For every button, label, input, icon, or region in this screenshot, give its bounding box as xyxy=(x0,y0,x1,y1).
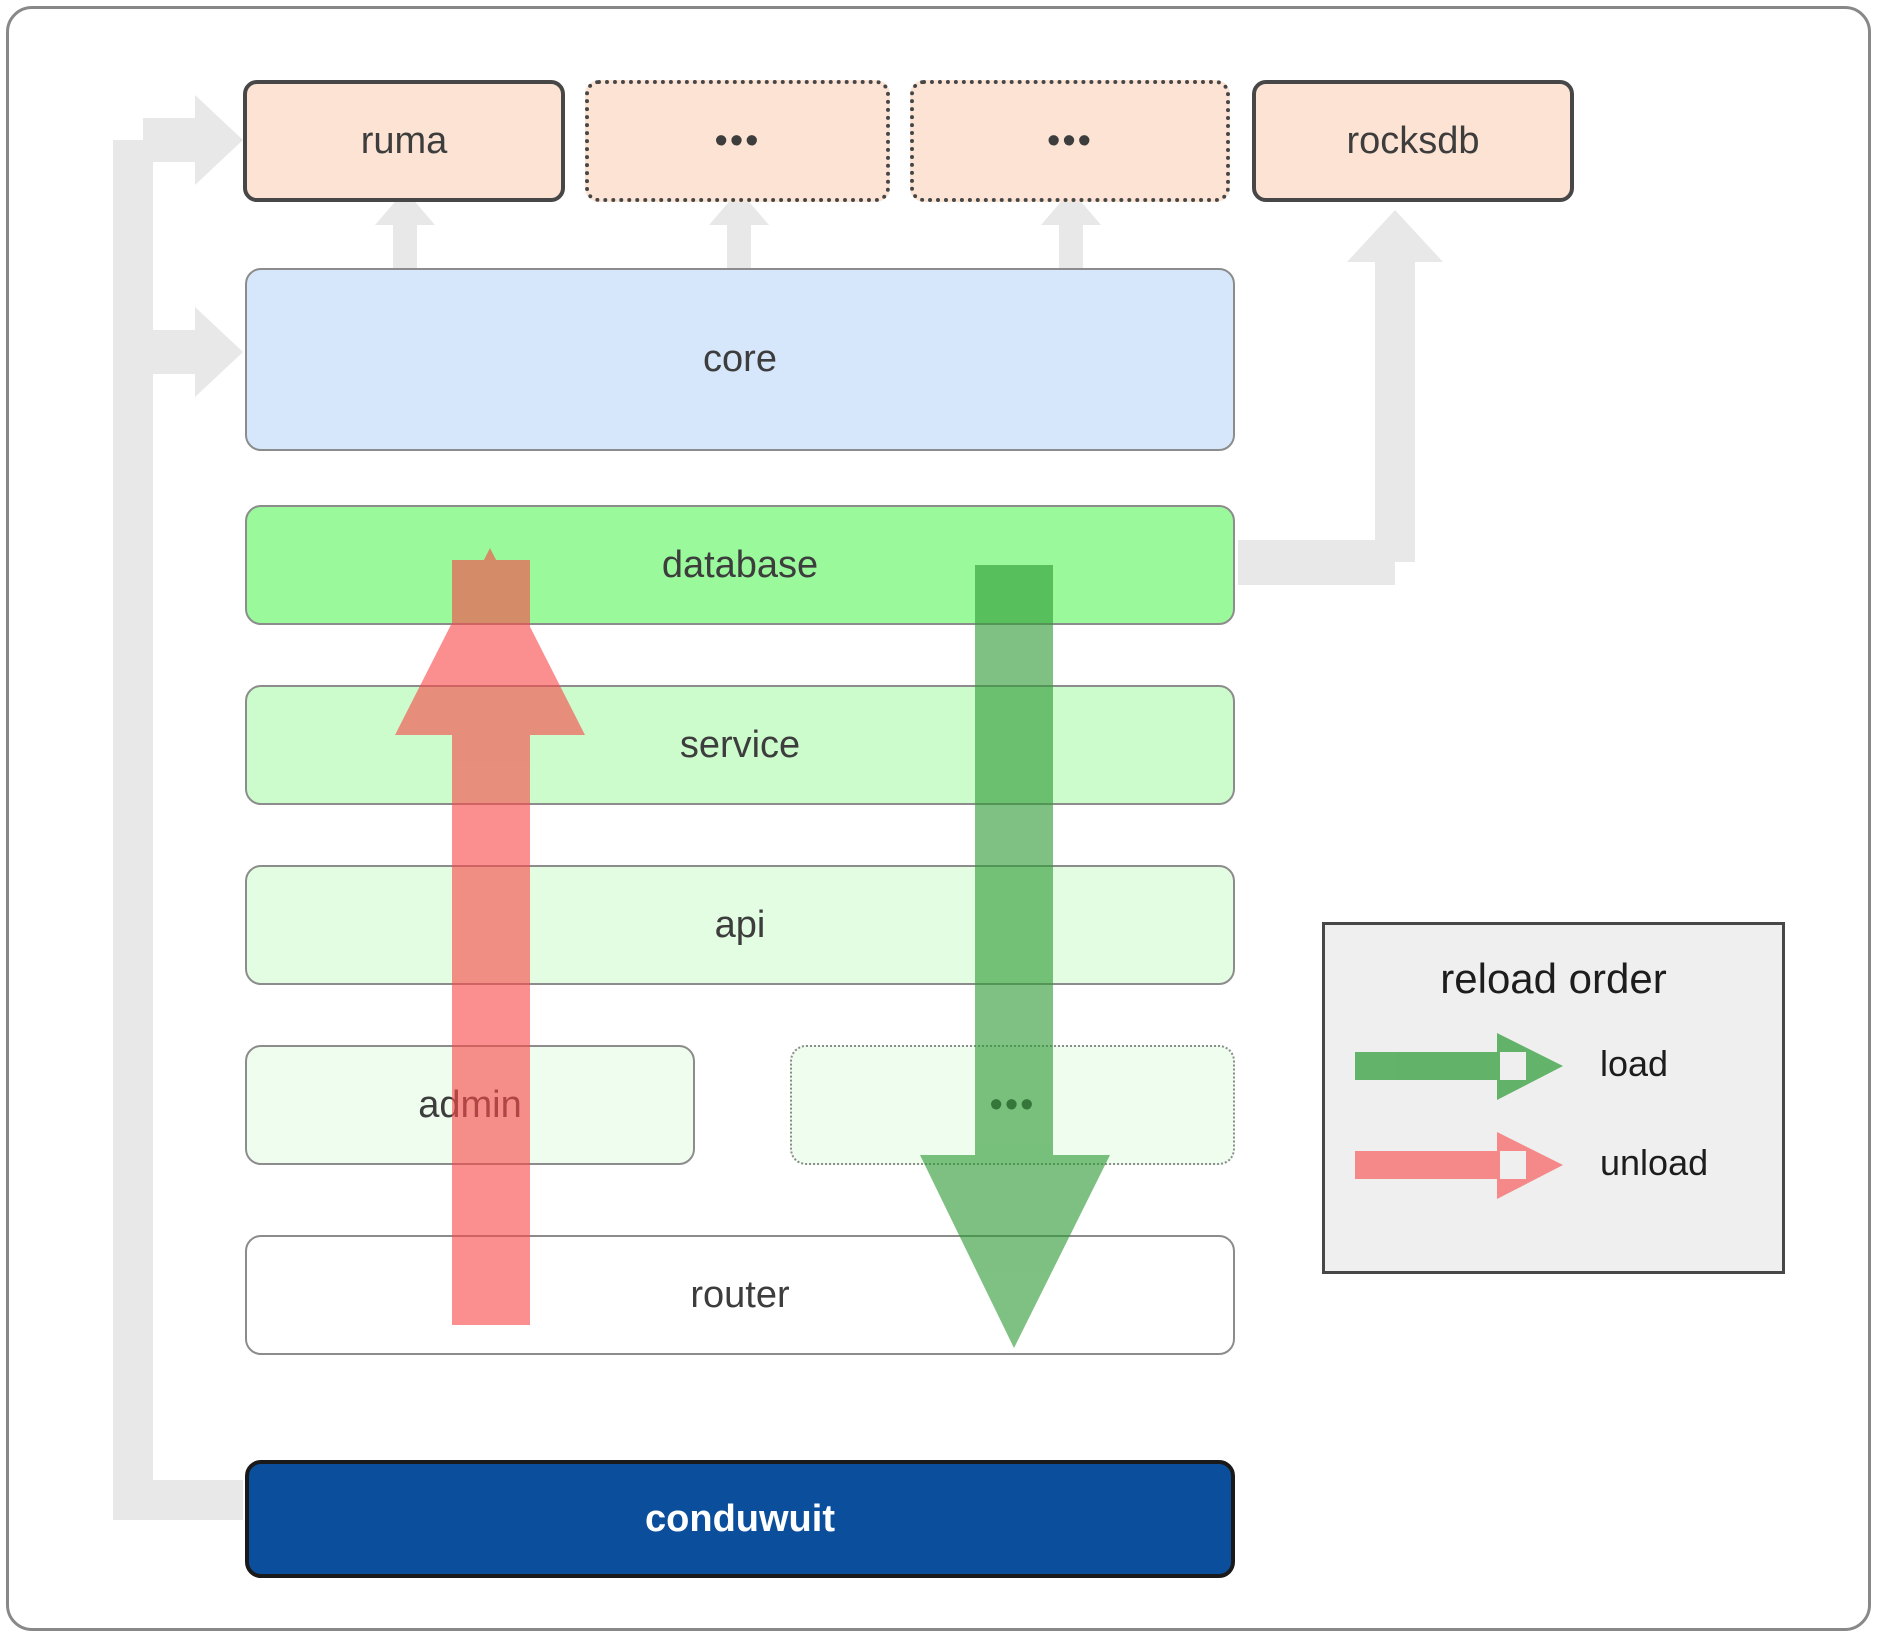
legend-arrow-glyphs xyxy=(1355,1033,1563,1199)
layer-box-service-label: service xyxy=(679,723,801,766)
layer-box-ellipsis-3-label: ••• xyxy=(989,1083,1036,1126)
external-box-rocksdb-label: rocksdb xyxy=(1346,119,1480,162)
external-box-ellipsis-2[interactable]: ••• xyxy=(910,80,1230,202)
layer-box-admin-label: admin xyxy=(418,1083,522,1126)
binary-box-conduwuit[interactable]: conduwuit xyxy=(245,1460,1235,1578)
layer-box-router[interactable]: router xyxy=(245,1235,1235,1355)
legend-label-unload: unload xyxy=(1600,1142,1709,1183)
external-box-ellipsis-1[interactable]: ••• xyxy=(585,80,890,202)
legend-title: reload order xyxy=(1440,955,1667,1002)
legend-label-load: load xyxy=(1600,1043,1669,1084)
external-box-ruma[interactable]: ruma xyxy=(243,80,565,202)
layer-box-ellipsis-3[interactable]: ••• xyxy=(790,1045,1235,1165)
layer-box-database[interactable]: database xyxy=(245,505,1235,625)
external-box-ellipsis-2-label: ••• xyxy=(1047,119,1093,162)
layer-box-core[interactable]: core xyxy=(245,268,1235,451)
binary-box-conduwuit-label: conduwuit xyxy=(645,1497,835,1540)
layer-box-database-label: database xyxy=(661,543,819,586)
external-box-ruma-label: ruma xyxy=(360,119,448,162)
layer-box-api[interactable]: api xyxy=(245,865,1235,985)
legend-load-arrow-icon xyxy=(1355,1033,1563,1100)
legend-unload-arrow-icon xyxy=(1355,1132,1563,1199)
external-box-rocksdb[interactable]: rocksdb xyxy=(1252,80,1574,202)
layer-box-admin[interactable]: admin xyxy=(245,1045,695,1165)
legend-panel: reload order load unload xyxy=(1322,922,1785,1274)
layer-box-core-label: core xyxy=(703,338,777,380)
layer-box-api-label: api xyxy=(714,903,766,946)
layer-box-router-label: router xyxy=(690,1273,790,1316)
layer-box-service[interactable]: service xyxy=(245,685,1235,805)
external-box-ellipsis-1-label: ••• xyxy=(714,119,761,162)
diagram-frame xyxy=(6,6,1871,1631)
